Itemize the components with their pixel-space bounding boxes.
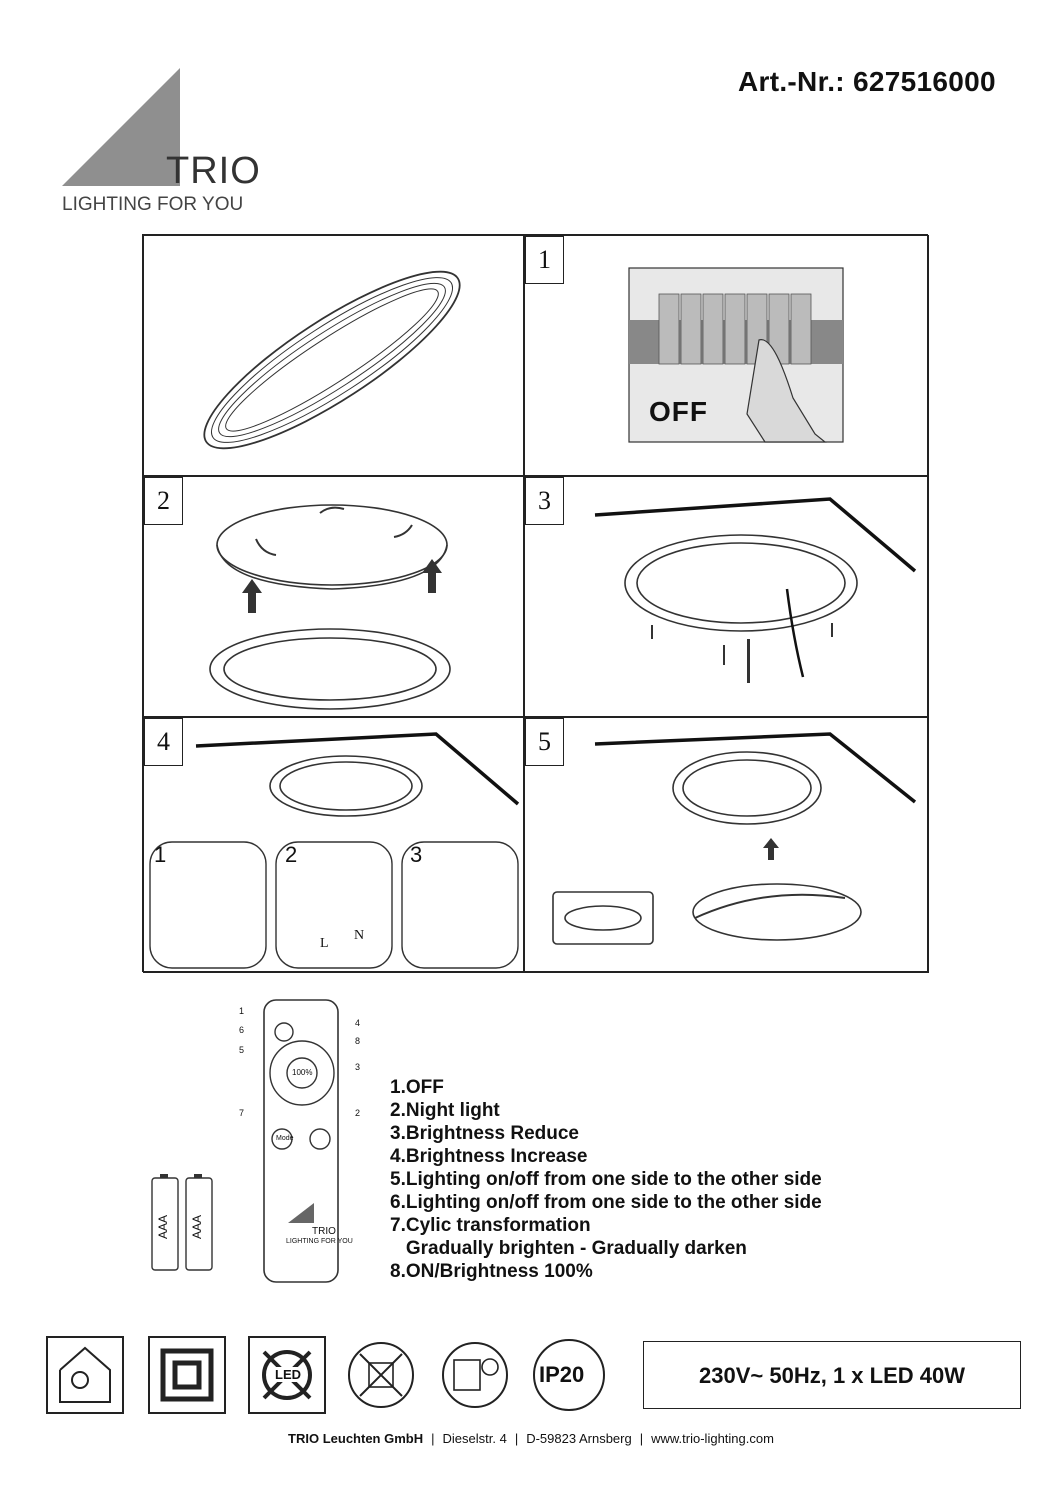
step-4-panel: 4 1 2 3 L N <box>143 717 524 973</box>
company-name: TRIO Leuchten GmbH <box>288 1431 424 1446</box>
step-number: 4 <box>144 718 183 766</box>
battery-label: AAA <box>156 1214 171 1240</box>
wiring-step-1-number: 1 <box>154 842 167 867</box>
no-dimmer-icon <box>348 1342 414 1408</box>
legend-item: Gradually brighten - Gradually darken <box>390 1238 747 1259</box>
company-street: Dieselstr. 4 <box>442 1431 507 1446</box>
remote-control-icon <box>263 999 339 1283</box>
wire-label-l: L <box>320 936 329 951</box>
indoor-use-icon <box>46 1336 124 1414</box>
legend-item: 2.Night light <box>390 1100 500 1121</box>
company-footer: TRIO Leuchten GmbH|Dieselstr. 4|D-59823 … <box>288 1431 774 1446</box>
legend-item: 3.Brightness Reduce <box>390 1123 579 1144</box>
step-3-panel: 3 <box>524 476 929 717</box>
wiring-step-3-number: 3 <box>410 842 423 867</box>
step-number: 1 <box>525 236 564 284</box>
battery-icon <box>151 1174 213 1271</box>
ip-rating: IP20 <box>539 1362 585 1387</box>
lamp-side-view-icon <box>203 270 461 450</box>
wiring-overview-icon <box>149 732 520 969</box>
wire-label-n: N <box>354 928 365 943</box>
legend-item: 1.OFF <box>390 1077 444 1098</box>
remote-callout: 7 <box>239 1108 245 1118</box>
company-website[interactable]: www.trio-lighting.com <box>651 1431 774 1446</box>
ceiling-mounting-icon <box>594 497 917 683</box>
step-number: 5 <box>525 718 564 766</box>
protection-class-2-icon <box>148 1336 226 1414</box>
step-5-panel: 5 <box>524 717 929 973</box>
legend-item: 5.Lighting on/off from one side to the o… <box>390 1169 822 1190</box>
remote-callout: 2 <box>355 1108 361 1118</box>
brand-name: TRIO <box>166 150 261 192</box>
brand-tagline: LIGHTING FOR YOU <box>62 194 244 215</box>
no-direct-view-icon <box>442 1342 508 1408</box>
step-number: 3 <box>525 477 564 525</box>
overview-panel <box>143 235 524 476</box>
trio-logo-icon <box>62 68 180 186</box>
led-label: LED <box>273 1367 303 1382</box>
step-2-panel: 2 <box>143 476 524 717</box>
wiring-step-2-number: 2 <box>285 842 298 867</box>
remote-legend: 1.OFF 2.Night light 3.Brightness Reduce … <box>390 1076 822 1283</box>
instruction-grid: 1 OFF 2 <box>142 234 929 973</box>
legend-item: 4.Brightness Increase <box>390 1146 588 1167</box>
article-number: Art.-Nr.: 627516000 <box>738 66 996 97</box>
off-label: OFF <box>649 396 708 427</box>
remote-brand: TRIO <box>312 1226 336 1237</box>
step-number: 2 <box>144 477 183 525</box>
legend-item: 6.Lighting on/off from one side to the o… <box>390 1192 822 1213</box>
circuit-breaker-icon <box>628 267 844 443</box>
ip20-icon <box>533 1339 605 1411</box>
remote-mode-button: Mode <box>276 1135 294 1142</box>
legend-item: 7.Cylic transformation <box>390 1215 591 1236</box>
remote-callout: 3 <box>355 1062 361 1072</box>
company-city: D-59823 Arnsberg <box>526 1431 632 1446</box>
remote-tagline: LIGHTING FOR YOU <box>286 1238 353 1245</box>
remote-callout: 8 <box>355 1036 361 1046</box>
remote-callout: 4 <box>355 1018 361 1028</box>
legend-item: 8.ON/Brightness 100% <box>390 1261 593 1282</box>
remote-100-button: 100% <box>292 1068 313 1077</box>
remote-callout: 1 <box>239 1006 245 1016</box>
remote-callout: 6 <box>239 1025 245 1035</box>
remote-callout: 5 <box>239 1045 245 1055</box>
battery-label: AAA <box>190 1214 205 1240</box>
cover-attach-icon <box>552 732 917 945</box>
cover-removal-icon <box>209 504 451 710</box>
electrical-spec: 230V~ 50Hz, 1 x LED 40W <box>643 1341 1021 1409</box>
step-1-panel: 1 OFF <box>524 235 929 476</box>
